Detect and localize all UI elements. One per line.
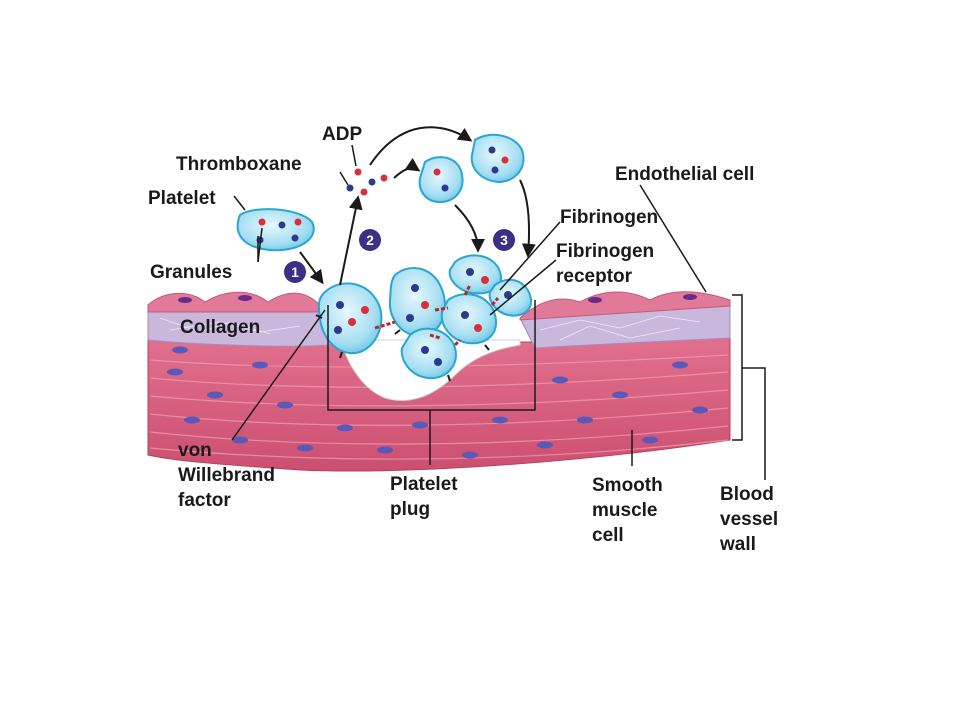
granule [491, 166, 499, 174]
label-smooth-muscle-line1: Smooth [592, 475, 663, 496]
label-blood-vessel-wall-line3: wall [719, 534, 756, 555]
platelet-plug-cells [317, 254, 533, 380]
step-badge-2: 2 [359, 229, 381, 251]
smooth-muscle-nuclei [167, 346, 708, 459]
label-fibrinogen-receptor-line1: Fibrinogen [556, 241, 654, 262]
platelet [440, 293, 497, 345]
label-blood-vessel-wall-line1: Blood [720, 484, 774, 505]
label-collagen: Collagen [180, 317, 260, 338]
leader-lines [231, 144, 766, 480]
label-platelet: Platelet [148, 188, 216, 209]
granule [501, 156, 509, 164]
platelet [400, 327, 457, 380]
step-badge-3: 3 [493, 229, 515, 251]
step-badge-1: 1 [284, 261, 306, 283]
label-fibrinogen: Fibrinogen [560, 207, 658, 228]
label-von-willebrand-line2: Willebrand [178, 465, 275, 486]
platelet [388, 266, 446, 337]
label-von-willebrand-line1: von [178, 440, 212, 461]
fibrinogen-bridges [374, 284, 500, 347]
label-smooth-muscle-line2: muscle [592, 500, 657, 521]
recruited-platelet [418, 156, 464, 204]
plug-granules [334, 268, 512, 366]
label-fibrinogen-receptor-line2: receptor [556, 266, 633, 287]
granule [488, 146, 496, 154]
fibrinogen-receptors [315, 314, 490, 382]
svg-text:1: 1 [291, 264, 299, 280]
collagen-fibres [159, 315, 701, 341]
label-platelet-plug-line1: Platelet [390, 474, 458, 495]
granule [433, 168, 441, 176]
endothelium-right [519, 291, 731, 321]
recruited-platelet [470, 133, 525, 184]
label-granules: Granules [150, 262, 232, 283]
resting-platelet [236, 208, 315, 252]
endothelium-left [147, 291, 326, 313]
label-von-willebrand-line3: factor [178, 490, 231, 511]
svg-text:3: 3 [500, 232, 508, 248]
label-blood-vessel-wall-line2: vessel [720, 509, 778, 530]
process-arrows [299, 126, 536, 286]
endothelial-nuclei [178, 294, 697, 303]
label-thromboxane: Thromboxane [176, 154, 302, 175]
svg-text:2: 2 [366, 232, 374, 248]
platelet [317, 282, 383, 355]
granule [441, 184, 449, 192]
collagen-layer-right [519, 299, 731, 349]
label-endothelial-cell: Endothelial cell [615, 164, 754, 185]
label-platelet-plug-line2: plug [390, 499, 430, 520]
released-molecules [346, 168, 388, 196]
label-smooth-muscle-line3: cell [592, 525, 624, 546]
label-adp: ADP [322, 124, 362, 145]
